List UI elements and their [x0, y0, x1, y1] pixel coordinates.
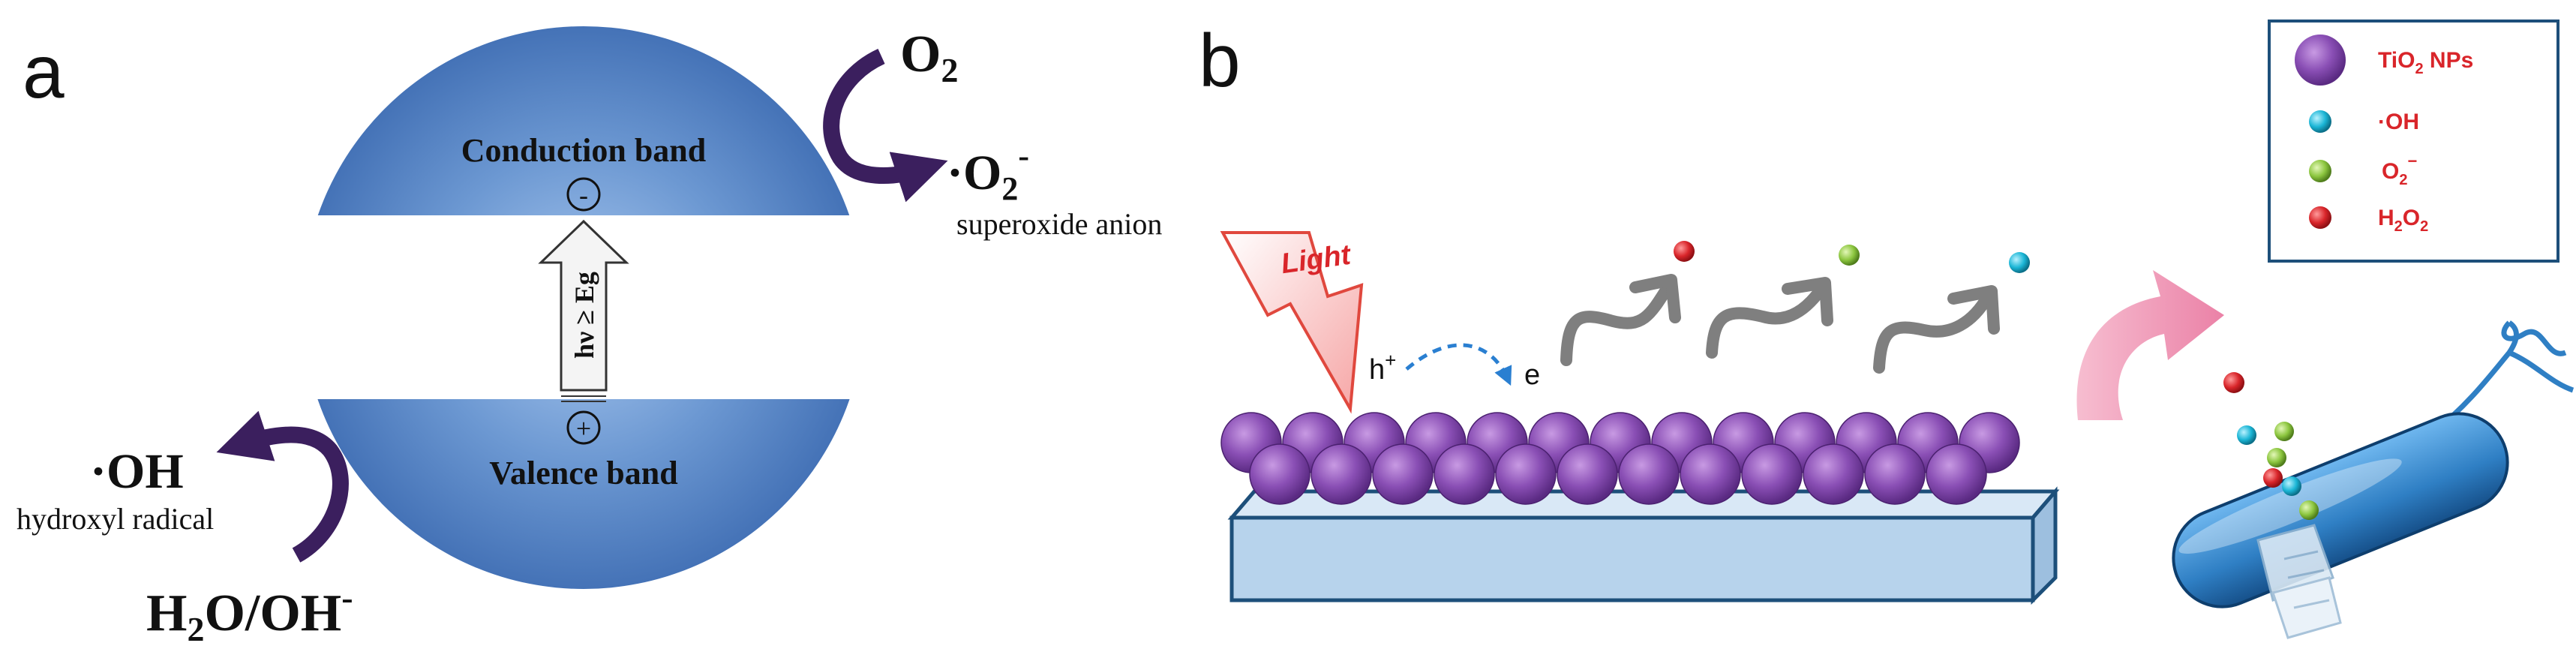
hydroxyl-product: ·OH — [90, 444, 184, 499]
excitation-label: hν ≥ Eg — [569, 272, 599, 359]
legend-oh-swatch — [2309, 110, 2331, 133]
legend-h2o2-swatch — [2309, 206, 2331, 229]
water-reactant: H2O/OH- — [146, 578, 353, 648]
tio2-nanoparticle — [1249, 443, 1311, 505]
hole-label: h+ — [1369, 349, 1396, 386]
legend: TiO2 NPs ·OH O2− H2O2 — [2268, 20, 2559, 263]
excitation-arrow: hν ≥ Eg — [538, 219, 629, 402]
tio2-nanoparticle — [1434, 443, 1495, 505]
hydroxyl-radical-label: hydroxyl radical — [17, 502, 214, 536]
panel-a-label: a — [23, 30, 65, 114]
tio2-nanoparticle — [1495, 443, 1557, 505]
h2o2-particle — [1674, 241, 1695, 262]
light-bolt-icon — [1220, 231, 1364, 414]
tio2-nanoparticle-layer — [1220, 412, 2020, 505]
conduction-band-shape — [317, 26, 850, 215]
hydroxyl-arrow — [216, 410, 349, 563]
bacterium-icon — [2172, 320, 2574, 639]
electron-label: e — [1524, 359, 1540, 391]
tio2-nanoparticle — [1741, 443, 1803, 505]
legend-tio2-swatch — [2295, 35, 2346, 86]
panel-b-label: b — [1199, 19, 1241, 103]
tio2-nanoparticle — [1372, 443, 1434, 505]
legend-o2-swatch — [2309, 160, 2331, 182]
conduction-band-label: Conduction band — [461, 132, 706, 169]
tio2-nanoparticle — [1680, 443, 1741, 505]
pink-transfer-arrow — [2076, 270, 2224, 420]
o2-particle — [1839, 245, 1860, 266]
legend-oh-label: ·OH — [2378, 110, 2419, 134]
o2-reactant: O2 — [900, 26, 958, 89]
charge-transfer-arrow — [1405, 343, 1512, 386]
valence-band-shape — [317, 399, 850, 589]
h2o2-particle-near-bacterium — [2223, 372, 2244, 393]
legend-h2o2-label: H2O2 — [2378, 206, 2428, 235]
tio2-nanoparticle — [1864, 443, 1926, 505]
oh-particle — [2009, 252, 2030, 273]
legend-o2-label: O2− — [2382, 152, 2417, 188]
tio2-nanoparticle — [1803, 443, 1864, 505]
valence-band-label: Valence band — [489, 455, 677, 491]
electron-symbol: - — [566, 177, 601, 212]
superoxide-product: ·O2- — [947, 137, 1029, 207]
legend-tio2-label: TiO2 NPs — [2378, 48, 2473, 77]
superoxide-anion-label: superoxide anion — [956, 207, 1162, 241]
tio2-nanoparticle — [1926, 443, 1987, 505]
svg-text:+: + — [576, 413, 591, 443]
substrate-slab — [1227, 486, 2060, 605]
tio2-nanoparticle — [1557, 443, 1618, 505]
radical-release-arrows — [1560, 274, 2000, 374]
tio2-nanoparticle — [1618, 443, 1680, 505]
svg-text:-: - — [579, 180, 588, 210]
tio2-nanoparticle — [1311, 443, 1372, 505]
hole-symbol: + — [566, 410, 601, 445]
superoxide-arrow — [823, 48, 948, 203]
